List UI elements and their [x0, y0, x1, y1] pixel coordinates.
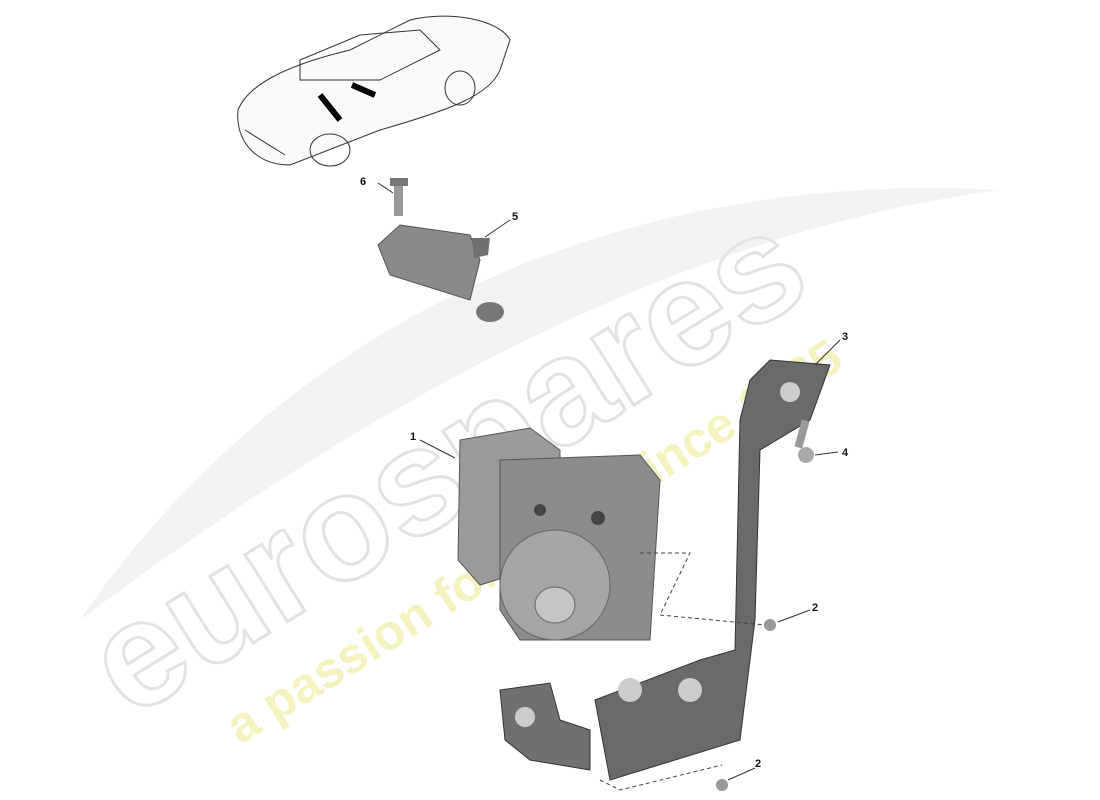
callout-6[interactable]: 6	[360, 176, 366, 188]
callout-3[interactable]: 3	[842, 331, 848, 343]
callout-1[interactable]: 1	[410, 431, 416, 443]
sensor-bolt-image	[390, 178, 408, 216]
bracket-bolt-image	[794, 419, 814, 463]
leader-lines	[377, 182, 841, 781]
yaw-rate-sensor-image	[377, 224, 504, 322]
watermark-swoosh	[80, 188, 1000, 620]
bracket-screw-lower-image	[716, 779, 728, 791]
car-locator-image	[237, 15, 511, 167]
abs-modulator-image	[457, 427, 661, 641]
callout-2-lower[interactable]: 2	[755, 758, 761, 770]
bracket-screw-middle-image	[764, 619, 776, 631]
callout-5[interactable]: 5	[512, 211, 518, 223]
callout-4[interactable]: 4	[842, 447, 849, 459]
assembly-lines	[599, 552, 766, 791]
callout-2-middle[interactable]: 2	[812, 602, 818, 614]
mounting-bracket-image	[499, 359, 831, 781]
